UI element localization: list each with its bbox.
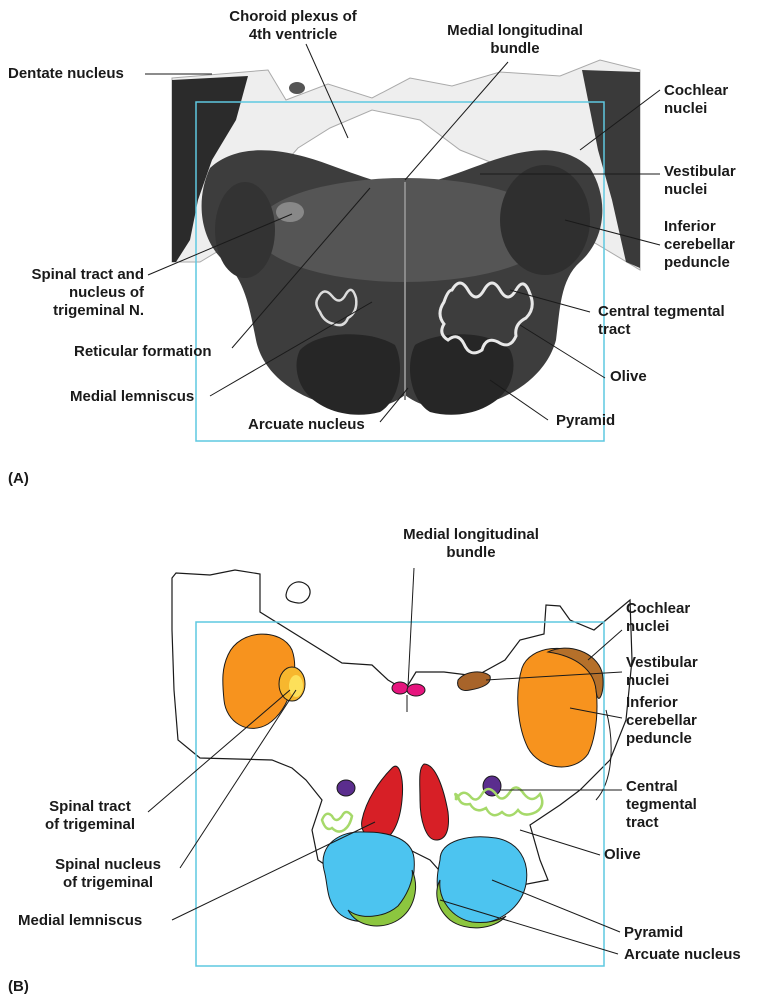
panel-a-section (172, 60, 640, 415)
label-line: Medial longitudinal (420, 22, 610, 40)
label-line: nuclei (664, 100, 728, 118)
label-dentate-nucleus: Dentate nucleus (8, 65, 124, 83)
label-cochlear-nuclei-a: Cochlear nuclei (664, 82, 728, 118)
label-medial-longitudinal-bundle-a: Medial longitudinal bundle (420, 22, 610, 58)
label-line: bundle (420, 40, 610, 58)
panel-b-ctt-left (337, 780, 355, 796)
label-medial-longitudinal-bundle-b: Medial longitudinal bundle (376, 526, 566, 562)
panel-b-choroid-blob (286, 582, 310, 603)
label-line: Inferior (626, 694, 697, 712)
label-line: tegmental (626, 796, 697, 814)
label-arcuate-nucleus-b: Arcuate nucleus (624, 946, 741, 964)
label-spinal-tract-nucleus-trigeminal: Spinal tract and nucleus of trigeminal N… (8, 266, 144, 320)
label-medial-lemniscus-a: Medial lemniscus (70, 388, 194, 406)
label-spinal-tract-of-trigeminal: Spinal tract of trigeminal (30, 798, 150, 834)
label-line: tract (626, 814, 697, 832)
label-vestibular-nuclei-b: Vestibular nuclei (626, 654, 698, 690)
panel-a-left-peduncle (215, 182, 275, 278)
label-line: peduncle (664, 254, 735, 272)
label-olive-a: Olive (610, 368, 647, 386)
label-line: of trigeminal (40, 874, 176, 892)
label-olive-b: Olive (604, 846, 641, 864)
label-cochlear-nuclei-b: Cochlear nuclei (626, 600, 690, 636)
label-line: nuclei (626, 672, 698, 690)
label-arcuate-nucleus-a: Arcuate nucleus (248, 416, 365, 434)
label-central-tegmental-tract-b: Central tegmental tract (626, 778, 697, 832)
label-line: Spinal tract and (8, 266, 144, 284)
panel-b-mlb-right (407, 684, 425, 696)
label-line: Cochlear (664, 82, 728, 100)
label-pyramid-a: Pyramid (556, 412, 615, 430)
label-line: Cochlear (626, 600, 690, 618)
label-line: bundle (376, 544, 566, 562)
panel-a-right-pyramid (410, 334, 513, 414)
label-line: tract (598, 321, 725, 339)
label-line: Inferior (664, 218, 735, 236)
label-inferior-cerebellar-peduncle-b: Inferior cerebellar peduncle (626, 694, 697, 748)
label-line: Spinal tract (30, 798, 150, 816)
label-line: Choroid plexus of (218, 8, 368, 26)
label-line: nuclei (626, 618, 690, 636)
label-inferior-cerebellar-peduncle-a: Inferior cerebellar peduncle (664, 218, 735, 272)
panel-a-right-peduncle (500, 165, 590, 275)
label-line: cerebellar (664, 236, 735, 254)
label-line: of trigeminal (30, 816, 150, 834)
label-line: Central tegmental (598, 303, 725, 321)
label-line: trigeminal N. (8, 302, 144, 320)
label-vestibular-nuclei-a: Vestibular nuclei (664, 163, 736, 199)
label-medial-lemniscus-b: Medial lemniscus (18, 912, 142, 930)
panel-a-letter: (A) (8, 470, 29, 487)
panel-a-left-pyramid (297, 334, 400, 414)
panel-a-choroid-blob (289, 82, 305, 94)
label-line: 4th ventricle (218, 26, 368, 44)
label-line: Central (626, 778, 697, 796)
panel-b-ctt-right (483, 776, 501, 796)
panel-b-spinal-trigeminal-nucleus (289, 675, 303, 697)
label-line: Medial longitudinal (376, 526, 566, 544)
panel-b-mlb-left (392, 682, 408, 694)
label-central-tegmental-tract-a: Central tegmental tract (598, 303, 725, 339)
label-choroid-plexus: Choroid plexus of 4th ventricle (218, 8, 368, 44)
label-line: peduncle (626, 730, 697, 748)
label-line: Spinal nucleus (40, 856, 176, 874)
label-pyramid-b: Pyramid (624, 924, 683, 942)
label-line: nuclei (664, 181, 736, 199)
label-line: Vestibular (664, 163, 736, 181)
label-line: cerebellar (626, 712, 697, 730)
label-line: nucleus of (8, 284, 144, 302)
label-spinal-nucleus-of-trigeminal: Spinal nucleus of trigeminal (40, 856, 176, 892)
label-line: Vestibular (626, 654, 698, 672)
label-reticular-formation: Reticular formation (74, 343, 212, 361)
panel-b-letter: (B) (8, 978, 29, 995)
